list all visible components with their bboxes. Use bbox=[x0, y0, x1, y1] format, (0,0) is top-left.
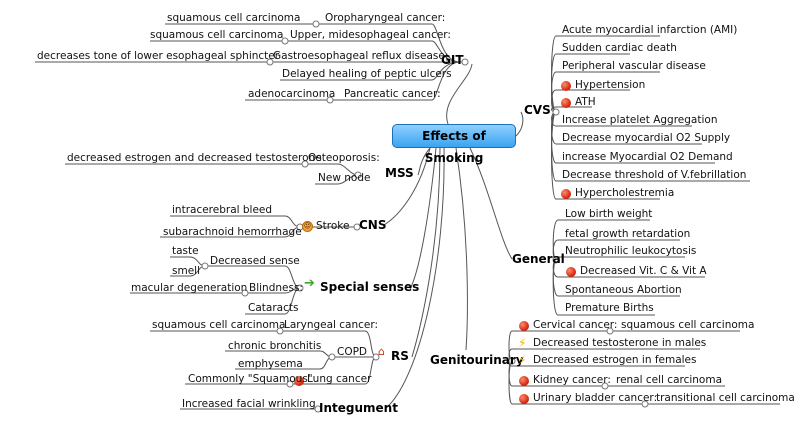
branch-special-senses-title[interactable]: Special senses bbox=[320, 280, 420, 294]
rs-copd-label[interactable]: COPD bbox=[337, 346, 368, 358]
branch-general-title[interactable]: General bbox=[512, 252, 565, 266]
branch-rs-title[interactable]: RS bbox=[391, 349, 409, 363]
branch-git-title[interactable]: GIT bbox=[441, 53, 464, 67]
edge-center-cvs bbox=[515, 111, 524, 137]
general-spontaneous-abortion[interactable]: Spontaneous Abortion bbox=[565, 284, 682, 296]
senses-blindness-label[interactable]: Blindness: bbox=[249, 282, 303, 294]
house-icon: ⌂ bbox=[378, 345, 385, 358]
senses-decreased-sense[interactable]: Decreased sense bbox=[210, 255, 300, 267]
cvs-ami[interactable]: Acute myocardial infarction (AMI) bbox=[562, 24, 738, 36]
cvs-platelet-aggregation[interactable]: Increase platelet Aggregation bbox=[562, 114, 718, 126]
gu-cervical-label[interactable]: Cervical cancer: bbox=[533, 319, 618, 331]
cvs-ath[interactable]: ATH bbox=[575, 96, 596, 108]
cns-stroke-label[interactable]: Stroke bbox=[316, 220, 350, 232]
general-low-birth-weight[interactable]: Low birth weight bbox=[565, 208, 653, 220]
mss-new-node[interactable]: New node bbox=[318, 172, 371, 184]
integument-facial-wrinkling[interactable]: Increased facial wrinkling bbox=[182, 398, 316, 410]
cvs-peripheral-vascular[interactable]: Peripheral vascular disease bbox=[562, 60, 706, 72]
cvs-hypertension[interactable]: Hypertension bbox=[575, 79, 646, 91]
lightning-icon: ⚡ bbox=[518, 353, 527, 367]
cvs-vfib-threshold[interactable]: Decrease threshold of V.febrillation bbox=[562, 169, 747, 181]
gu-testosterone[interactable]: Decreased testosterone in males bbox=[533, 337, 707, 349]
mss-osteoporosis-detail[interactable]: decreased estrogen and decreased testost… bbox=[67, 152, 322, 164]
general-neutrophilic[interactable]: Neutrophilic leukocytosis bbox=[565, 245, 697, 257]
cvs-sudden-cardiac-death[interactable]: Sudden cardiac death bbox=[562, 42, 677, 54]
gu-bladder-label[interactable]: Urinary bladder cancer: bbox=[533, 392, 658, 404]
rs-chronic-bronchitis[interactable]: chronic bronchitis bbox=[228, 340, 322, 352]
red-dot-icon bbox=[519, 376, 529, 386]
red-dot-icon bbox=[294, 376, 304, 386]
senses-smell[interactable]: smell bbox=[172, 265, 200, 277]
git-upper-esophageal-label[interactable]: Upper, midesophageal cancer: bbox=[290, 29, 451, 41]
senses-taste[interactable]: taste bbox=[172, 245, 199, 257]
git-pancreatic-label[interactable]: Pancreatic cancer: bbox=[344, 88, 441, 100]
green-arrow-icon: ➔ bbox=[304, 276, 315, 291]
gu-cervical-detail[interactable]: squamous cell carcinoma bbox=[621, 319, 755, 331]
red-dot-icon bbox=[519, 321, 529, 331]
lightning-icon: ⚡ bbox=[518, 336, 527, 350]
git-gerd-label[interactable]: Gastroesophageal reflux disease: bbox=[273, 50, 449, 62]
red-dot-icon bbox=[561, 81, 571, 91]
branch-mss-title[interactable]: MSS bbox=[385, 166, 414, 180]
senses-macular-degeneration[interactable]: macular degeneration bbox=[131, 282, 248, 294]
red-dot-icon bbox=[561, 98, 571, 108]
rs-lung-cancer-detail[interactable]: Commonly "Squamous" bbox=[188, 373, 313, 385]
gu-kidney-label[interactable]: Kidney cancer: bbox=[533, 374, 611, 386]
edge-center-special bbox=[409, 147, 437, 290]
central-topic[interactable]: Effects of Smoking bbox=[392, 124, 516, 165]
general-fetal-growth[interactable]: fetal growth retardation bbox=[565, 228, 691, 240]
edge-center-cns bbox=[383, 147, 431, 226]
branch-cvs-title[interactable]: CVS bbox=[524, 103, 551, 117]
cns-subarachnoid-hemorrhage[interactable]: subarachnoid hemorrhage bbox=[163, 226, 302, 238]
rs-laryngeal-detail[interactable]: squamous cell carcinoma bbox=[152, 319, 286, 331]
edge-center-genitourinary bbox=[455, 147, 468, 351]
edge-center-mss bbox=[417, 147, 431, 176]
gu-estrogen[interactable]: Decreased estrogen in females bbox=[533, 354, 697, 366]
cvs-hypercholestremia[interactable]: Hypercholestremia bbox=[575, 187, 675, 199]
sad-face-icon: ☹ bbox=[302, 221, 313, 232]
cvs-o2-supply[interactable]: Decrease myocardial O2 Supply bbox=[562, 132, 731, 144]
edge-center-integument bbox=[384, 147, 445, 410]
branch-cns-title[interactable]: CNS bbox=[359, 218, 387, 232]
edge-center-rs bbox=[411, 147, 441, 358]
edge-center-general bbox=[469, 147, 513, 260]
gu-kidney-detail[interactable]: renal cell carcinoma bbox=[616, 374, 723, 386]
red-dot-icon bbox=[566, 267, 576, 277]
rs-laryngeal-label[interactable]: Laryngeal cancer: bbox=[284, 319, 379, 331]
senses-cataracts[interactable]: Cataracts bbox=[248, 302, 299, 314]
git-oropharyngeal-detail[interactable]: squamous cell carcinoma bbox=[167, 12, 301, 24]
git-peptic-ulcers[interactable]: Delayed healing of peptic ulcers bbox=[282, 68, 452, 80]
general-premature-births[interactable]: Premature Births bbox=[565, 302, 654, 314]
branch-integument-title[interactable]: Integument bbox=[319, 401, 398, 415]
edge-center-git bbox=[446, 63, 473, 125]
git-pancreatic-detail[interactable]: adenocarcinoma bbox=[248, 88, 336, 100]
cns-intracerebral-bleed[interactable]: intracerebral bleed bbox=[172, 204, 273, 216]
general-vitamins[interactable]: Decreased Vit. C & Vit A bbox=[580, 265, 707, 277]
red-dot-icon bbox=[519, 394, 529, 404]
mss-osteoporosis-label[interactable]: Osteoporosis: bbox=[308, 152, 380, 164]
branch-genitourinary-title[interactable]: Genitourinary bbox=[430, 353, 524, 367]
rs-emphysema[interactable]: emphysema bbox=[238, 358, 303, 370]
rs-lung-cancer-label[interactable]: Lung cancer bbox=[307, 373, 372, 385]
cvs-o2-demand[interactable]: increase Myocardial O2 Demand bbox=[562, 151, 733, 163]
git-gerd-detail[interactable]: decreases tone of lower esophageal sphin… bbox=[37, 50, 280, 62]
gu-bladder-detail[interactable]: transitional cell carcinoma bbox=[656, 392, 795, 404]
git-oropharyngeal-label[interactable]: Oropharyngeal cancer: bbox=[325, 12, 446, 24]
git-upper-esophageal-detail[interactable]: squamous cell carcinoma bbox=[150, 29, 284, 41]
red-dot-icon bbox=[561, 189, 571, 199]
